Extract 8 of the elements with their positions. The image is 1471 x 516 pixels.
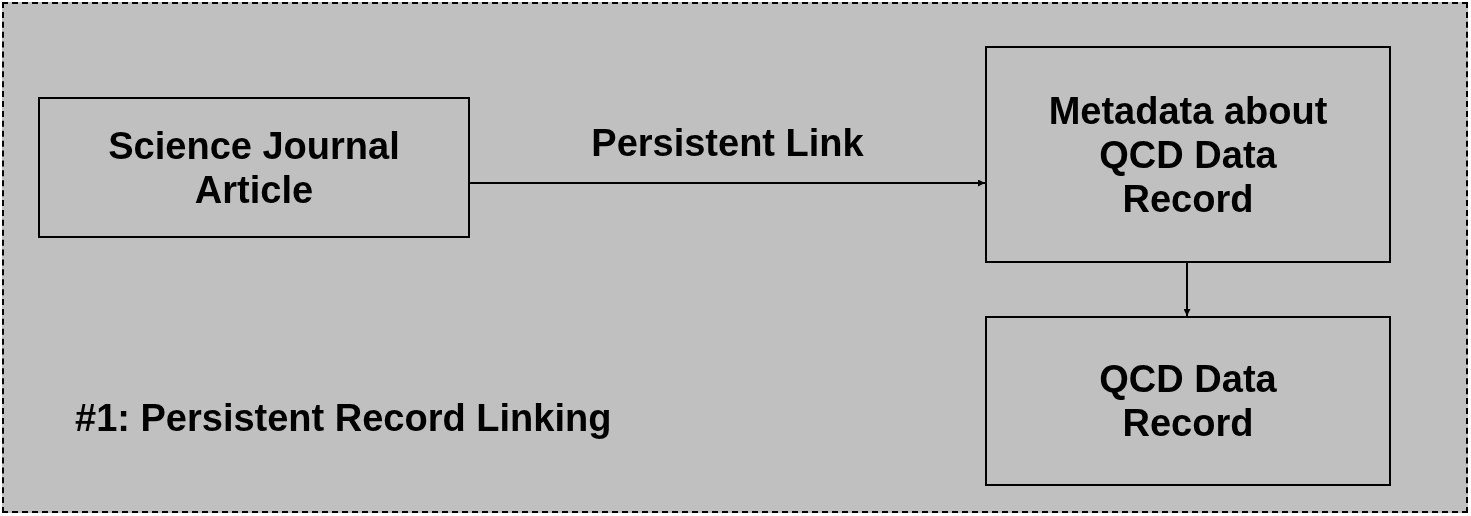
process-box <box>38 97 470 238</box>
box-label: QCD Data Record <box>1098 357 1278 445</box>
process-box <box>985 316 1391 486</box>
process-box <box>985 46 1391 263</box>
box-label: Science Journal Article <box>107 123 401 212</box>
arrow <box>1183 262 1191 317</box>
box-label: Metadata about QCD Data Record <box>1047 88 1329 221</box>
arrow <box>469 179 986 187</box>
